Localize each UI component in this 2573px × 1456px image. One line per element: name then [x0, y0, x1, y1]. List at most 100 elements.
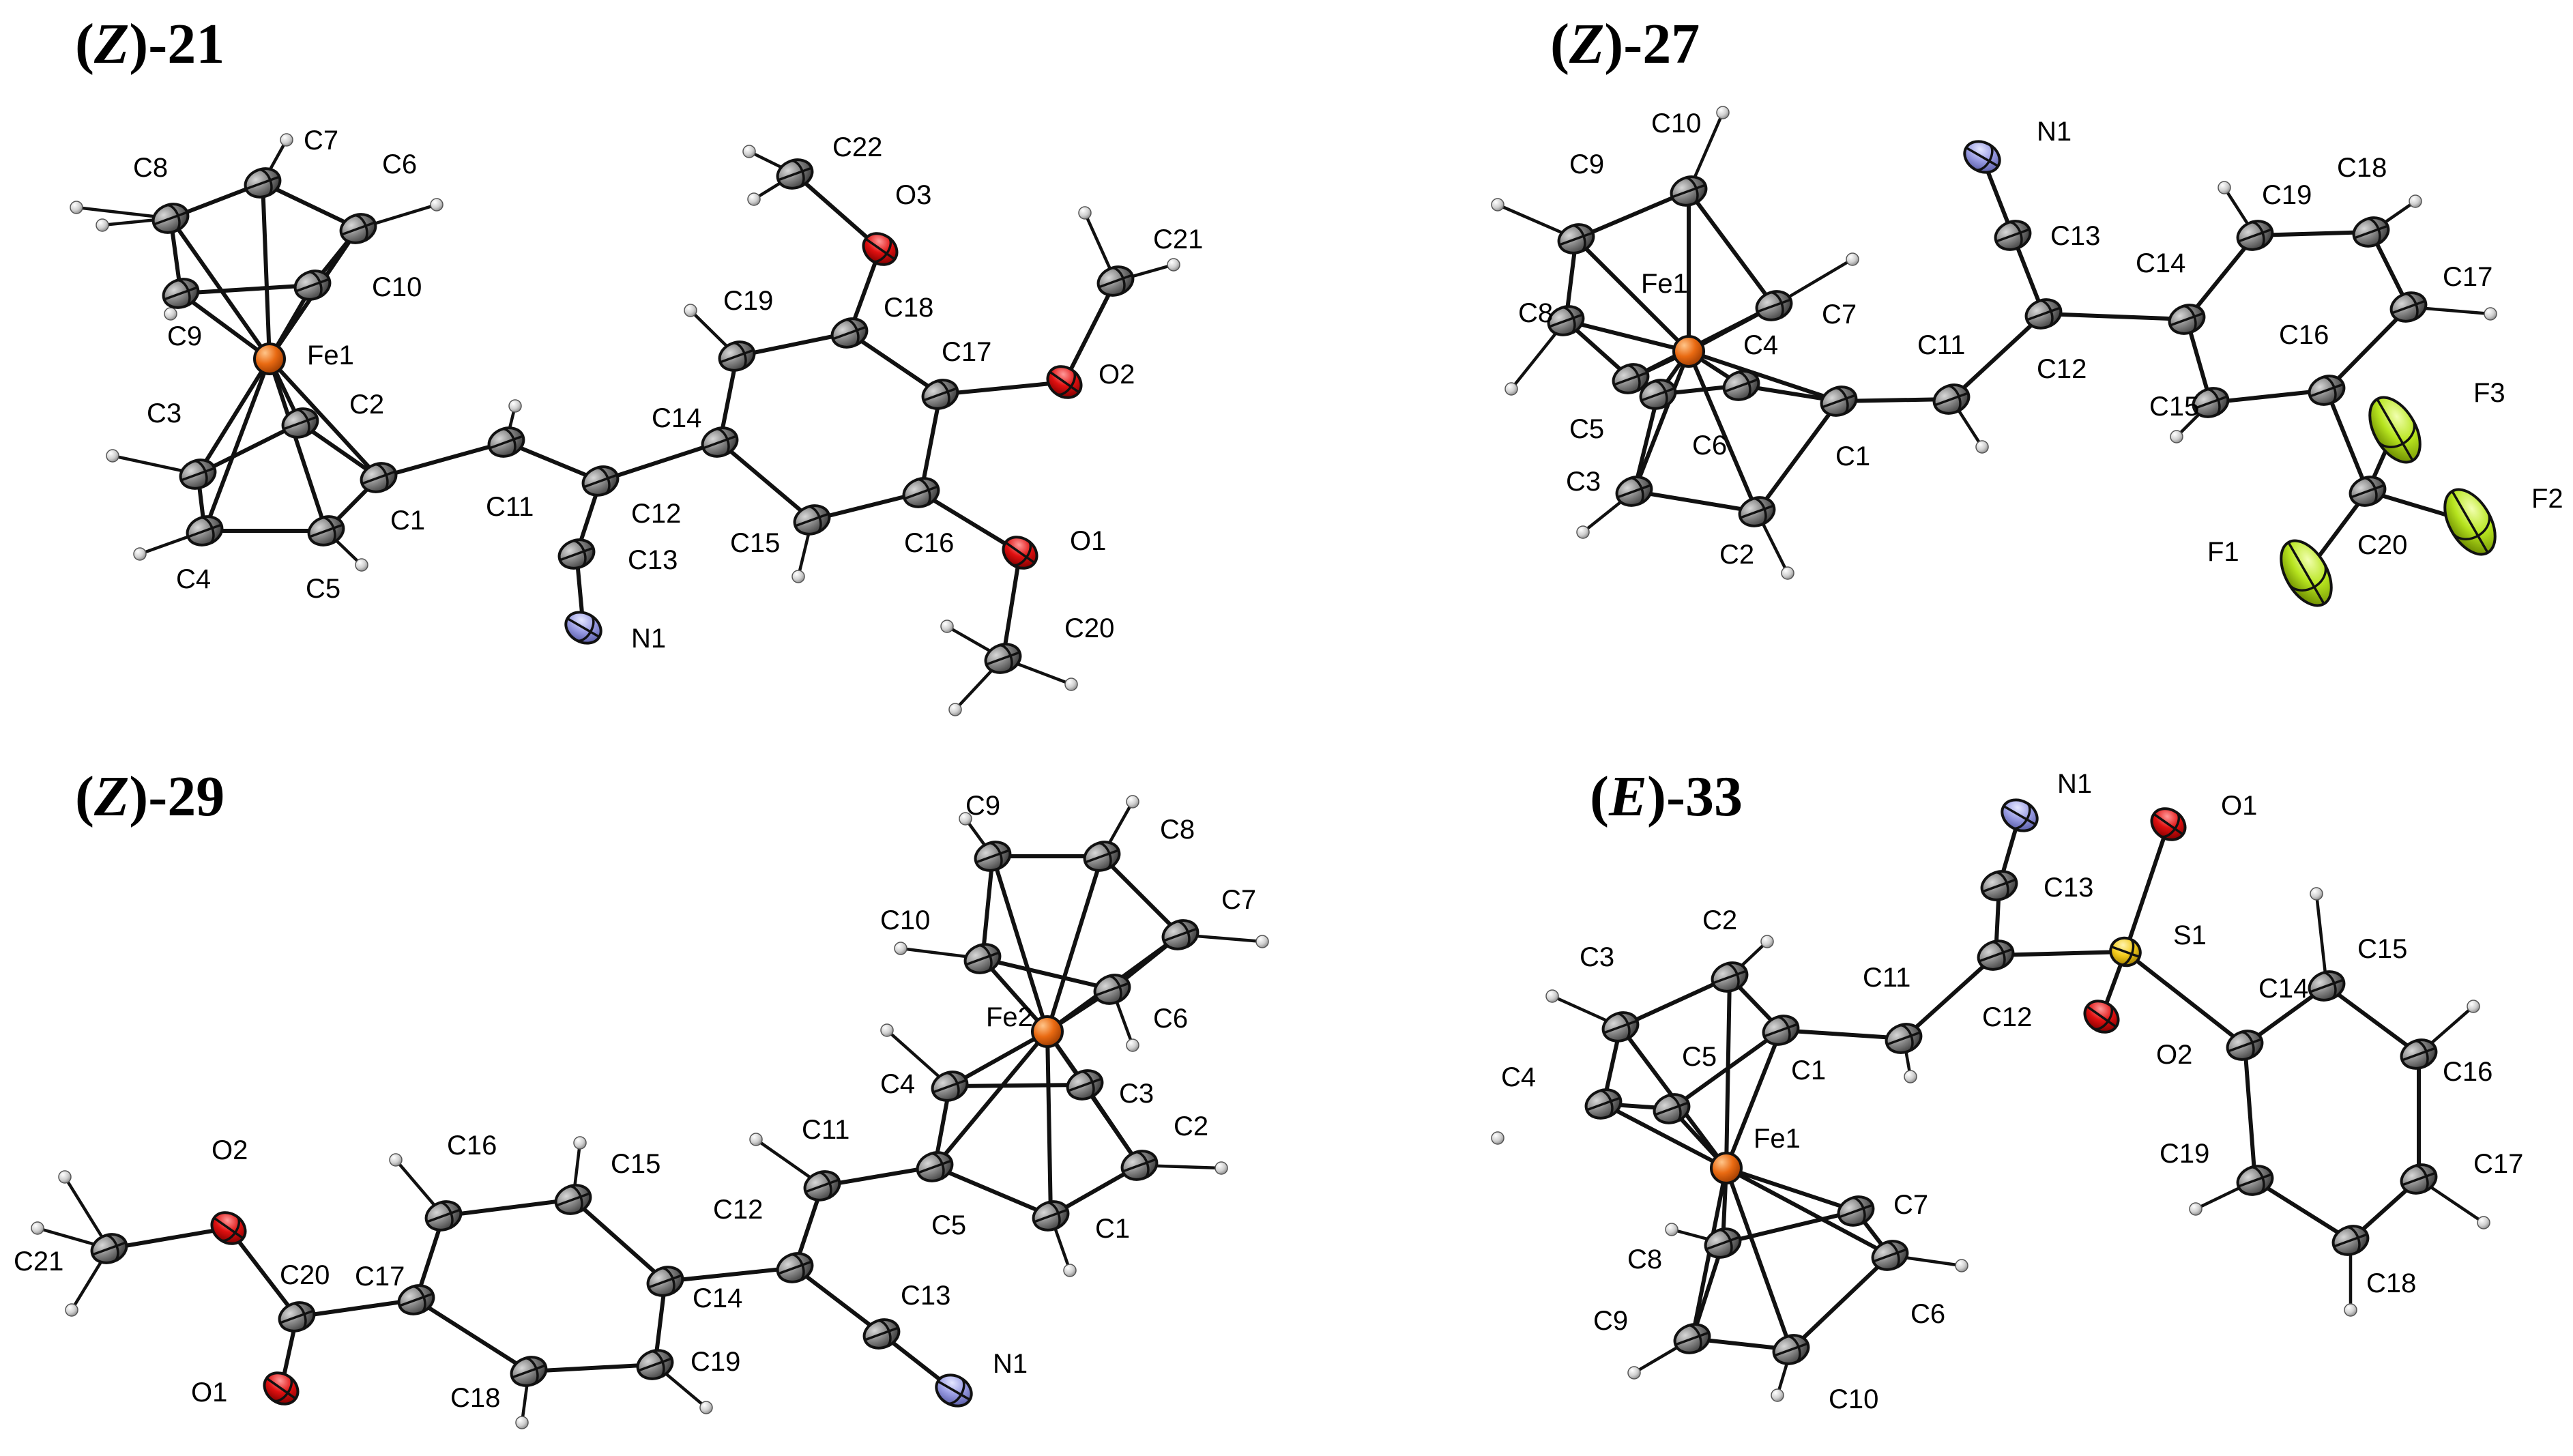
atom-h	[31, 1221, 44, 1235]
atom-h	[1975, 440, 1989, 454]
bond-Fe1-C3	[196, 357, 272, 476]
atom-label: C2	[1719, 540, 1754, 570]
atom-label: C16	[2443, 1057, 2492, 1087]
atom-label: F1	[2207, 537, 2239, 567]
hydrogen-bonds	[35, 800, 1264, 1425]
atom-label: C6	[1692, 431, 1727, 461]
atom-h	[1771, 1388, 1784, 1402]
atom-C3	[179, 458, 217, 490]
atom-label: C20	[1064, 613, 1114, 643]
bond-C3-C4	[948, 1083, 1087, 1088]
atom-h	[2170, 430, 2183, 443]
atom-O1	[263, 1371, 300, 1406]
bond-C11-C12	[1902, 953, 1998, 1040]
atom-C2	[1120, 1150, 1159, 1181]
atom-h	[2477, 1216, 2490, 1229]
atom-C9	[1673, 1323, 1711, 1354]
atom-C18	[2352, 216, 2390, 248]
atom-label: O2	[2156, 1040, 2192, 1070]
atom-label: C2	[1702, 905, 1737, 935]
atom-C7	[1755, 290, 1793, 321]
atom-label: F2	[2531, 484, 2563, 514]
bond-Fe1-C8	[1564, 319, 1691, 353]
bond-C10-C6	[980, 957, 1114, 991]
atom-label: C16	[904, 528, 954, 558]
atom-h	[1576, 525, 1590, 539]
atom-h	[699, 1401, 713, 1414]
atom-h	[742, 145, 756, 158]
bond-C16-O1	[919, 491, 1022, 555]
atom-C10	[963, 943, 1002, 974]
atom-label: C12	[631, 499, 681, 529]
atom-h	[1255, 935, 1269, 948]
atom-label: C7	[1221, 885, 1256, 915]
bond-C16-C17	[2325, 305, 2411, 392]
atom-label: C1	[1095, 1214, 1130, 1244]
atom-O2	[1046, 365, 1083, 399]
atom-Fe2	[1031, 1015, 1064, 1048]
atom-h	[1665, 1223, 1678, 1236]
atom-C14	[2226, 1030, 2264, 1061]
bond-C10-C6	[1789, 1253, 1892, 1352]
atom-C17	[2400, 1163, 2438, 1195]
atom-C5	[916, 1151, 954, 1182]
atom-label: C11	[1863, 963, 1910, 993]
atom-label: C3	[147, 398, 181, 428]
atom-C7	[1837, 1195, 1875, 1227]
atom-C5	[1653, 1093, 1691, 1124]
bond-Fe1-C4	[1601, 1102, 1728, 1170]
panel-title-z29: (Z)-29	[75, 765, 224, 828]
atom-C9	[974, 841, 1012, 872]
atom-C1	[1032, 1200, 1070, 1232]
atom-h	[2467, 1000, 2480, 1013]
atom-C20	[984, 643, 1022, 674]
bond-C7-C5	[1629, 304, 1776, 381]
atom-Fe1	[1672, 335, 1705, 368]
bond-Fe1-C7	[261, 181, 272, 361]
atom-h	[1126, 1038, 1139, 1052]
atom-h	[2344, 1303, 2357, 1317]
atom-label: N1	[631, 624, 666, 654]
bond-Fe1-C1	[1687, 349, 1841, 403]
atom-label: C6	[1910, 1299, 1945, 1329]
atom-label: C9	[1569, 149, 1604, 179]
atom-C20	[2349, 476, 2387, 507]
bond-Fe2-C8	[1045, 854, 1104, 1034]
atom-C15	[2308, 970, 2346, 1002]
atom-h	[2189, 1202, 2203, 1216]
panel-title-z21: (Z)-21	[75, 12, 224, 76]
bond-C15-C16	[2209, 388, 2329, 405]
atom-label: C12	[2037, 354, 2087, 384]
atom-label: C21	[1153, 224, 1203, 254]
atom-label: N1	[993, 1349, 1028, 1379]
atom-C3	[1066, 1069, 1104, 1101]
atom-S1	[2109, 936, 2142, 967]
atom-label: C18	[2366, 1268, 2416, 1298]
atom-label: C2	[349, 390, 384, 420]
atom-label: C6	[1153, 1004, 1188, 1034]
atom-h	[58, 1170, 72, 1184]
bond-C2-C3	[1083, 1083, 1142, 1167]
bond-Fe2-C5	[933, 1030, 1049, 1169]
atom-h	[894, 942, 907, 955]
atom-C17	[397, 1284, 435, 1315]
bond-C5-C1	[1670, 1028, 1783, 1111]
atom-label: O1	[1070, 526, 1106, 556]
atom-h	[959, 812, 972, 826]
atom-h	[96, 218, 109, 232]
atom-h	[508, 399, 522, 413]
atom-label: C3	[1566, 467, 1601, 497]
atom-label: C1	[390, 506, 425, 536]
bond-Fe1-C1	[1724, 1028, 1783, 1170]
atom-label: C4	[1743, 330, 1778, 360]
atom-C8	[1547, 305, 1585, 336]
bond-C12-C13	[793, 1266, 884, 1336]
atom-F1	[2280, 539, 2333, 607]
atom-label: C21	[14, 1247, 63, 1277]
bond-O1-C20	[1001, 551, 1022, 660]
atom-C6	[339, 213, 377, 244]
bond-C18-C19	[527, 1363, 657, 1373]
bond-h	[2314, 892, 2329, 988]
atom-C4	[1722, 370, 1760, 401]
